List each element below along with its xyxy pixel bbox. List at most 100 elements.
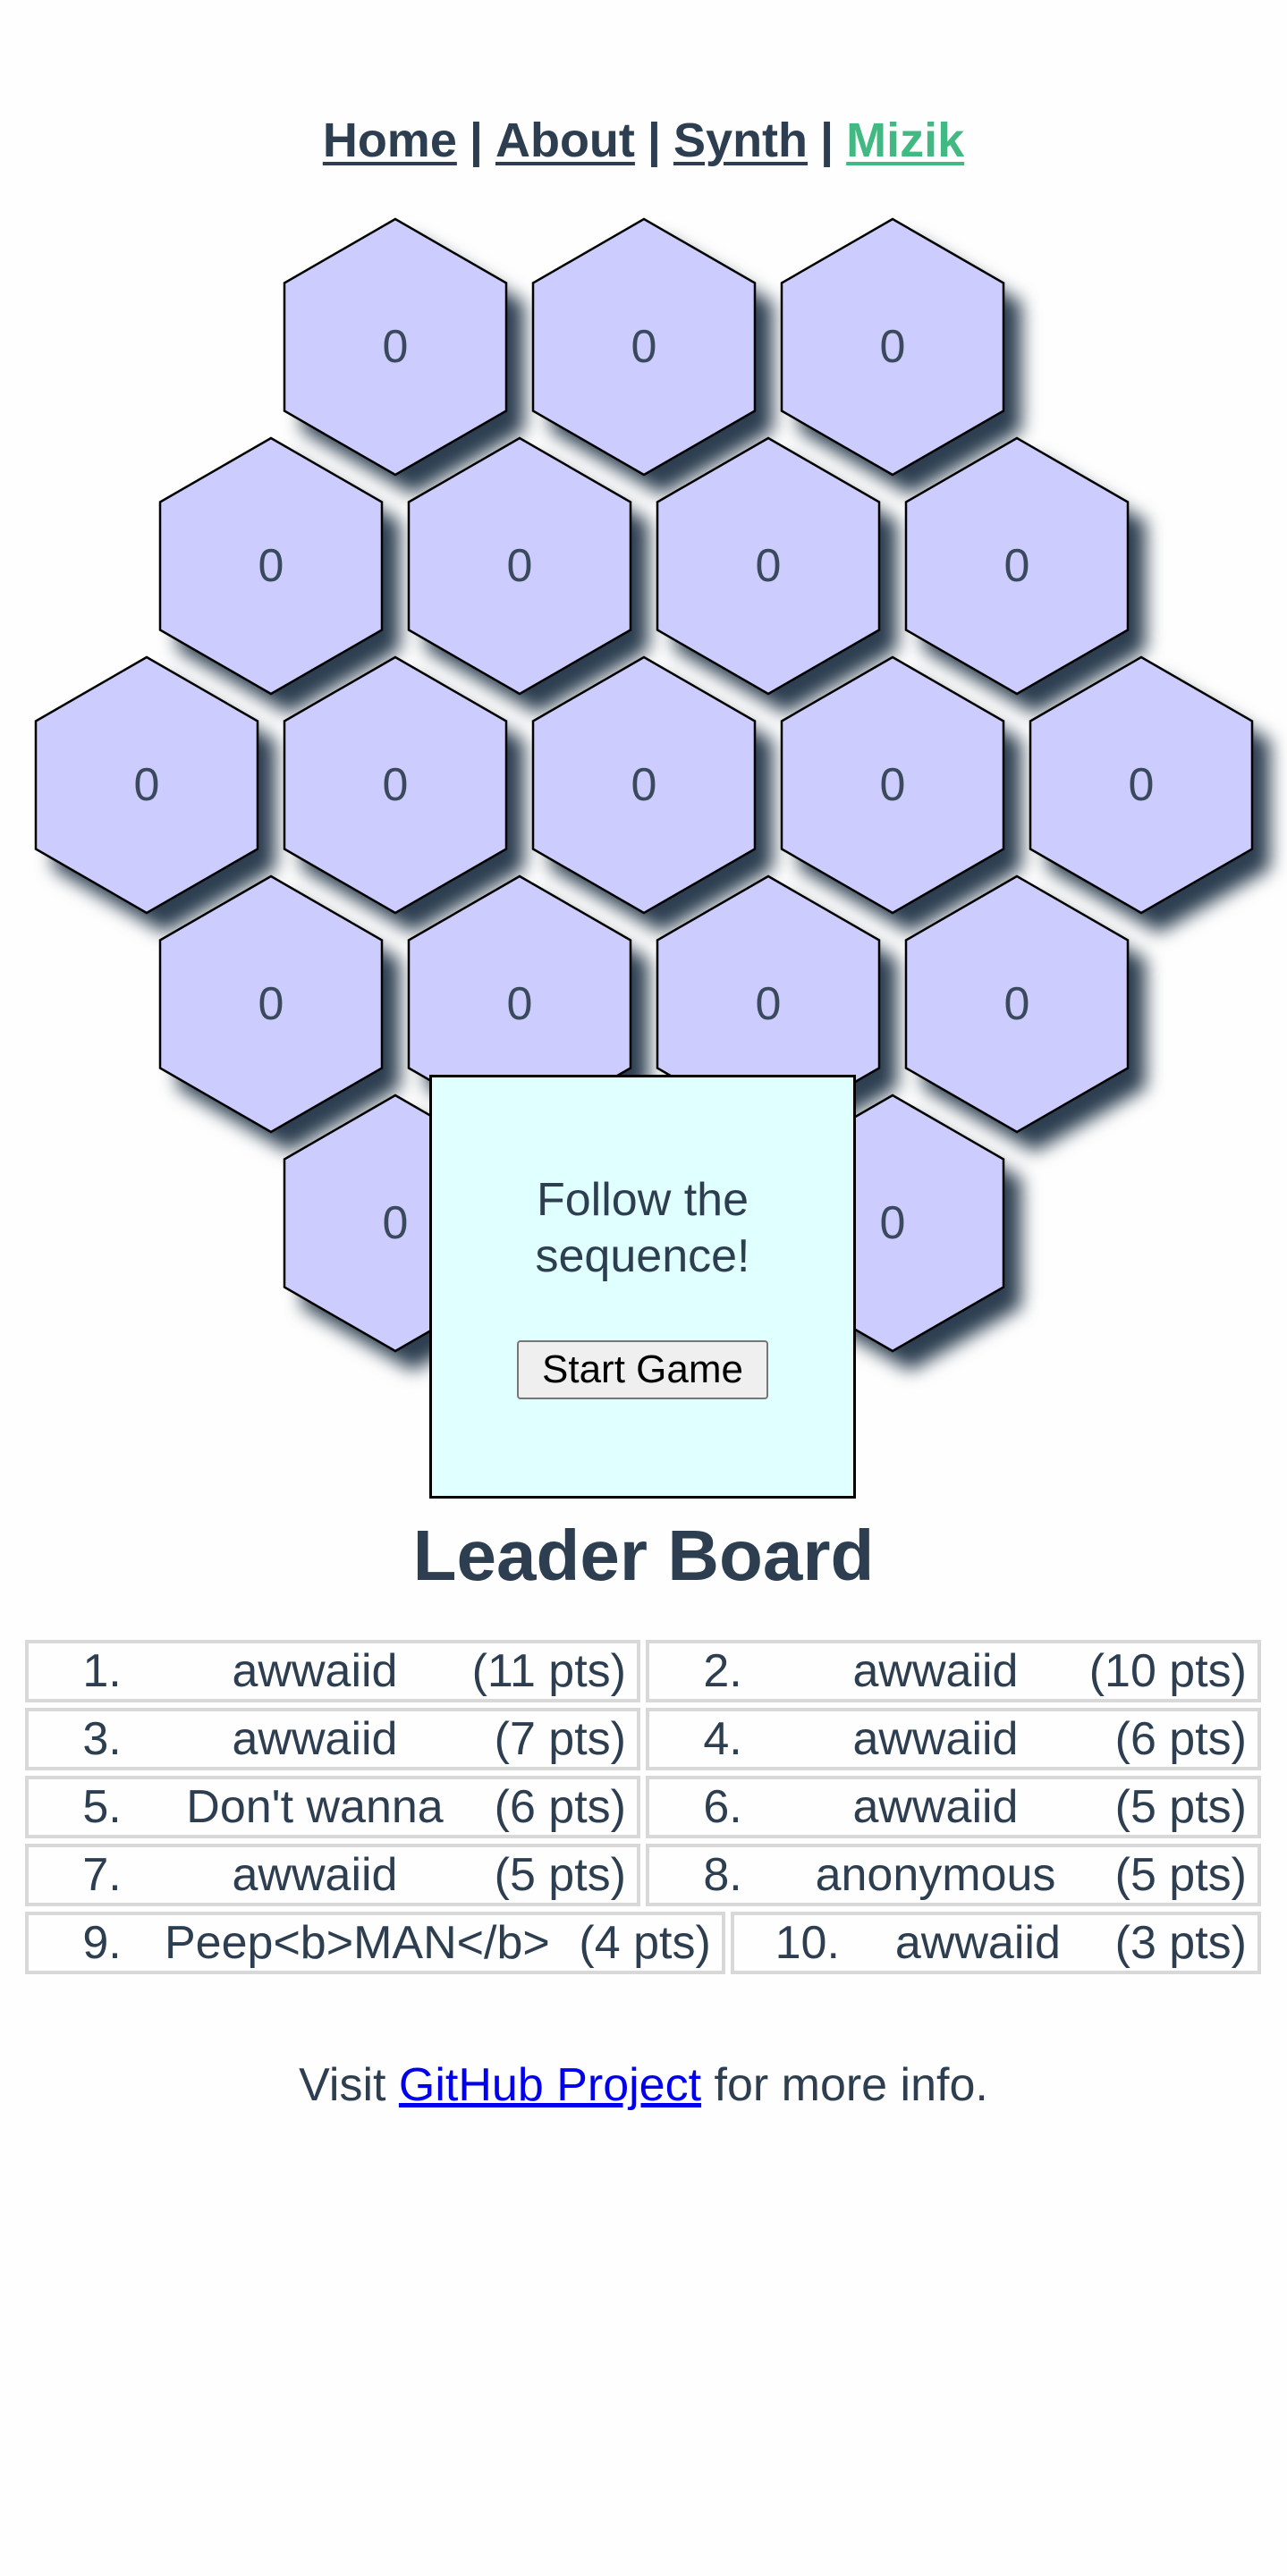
entry-points: (10 pts) xyxy=(1088,1645,1247,1697)
footer-prefix: Visit xyxy=(299,2059,399,2111)
leaderboard-row: 3. awwaiid (7 pts) 4. awwaiid (6 pts) xyxy=(25,1708,1261,1770)
entry-name: awwaiid xyxy=(894,1917,1061,1969)
entry-name: Don't wanna xyxy=(186,1781,444,1833)
hex-value: 0 xyxy=(506,978,533,1030)
hex-value: 0 xyxy=(1003,978,1030,1030)
start-game-button[interactable]: Start Game xyxy=(517,1340,768,1399)
entry-rank: 6. xyxy=(703,1781,742,1833)
hex-shape xyxy=(283,655,508,915)
hex-shape xyxy=(904,436,1130,696)
hex-value: 0 xyxy=(382,321,409,373)
entry-rank: 1. xyxy=(82,1645,122,1697)
dialog-message: Follow the sequence! xyxy=(535,1174,750,1282)
entry-points: (6 pts) xyxy=(1114,1713,1247,1765)
entry-name: awwaiid xyxy=(852,1713,1019,1765)
entry-name: awwaiid xyxy=(232,1713,398,1765)
entry-points: (5 pts) xyxy=(494,1849,626,1901)
hex-tile[interactable]: 0 xyxy=(904,874,1156,1165)
entry-name: awwaiid xyxy=(232,1645,398,1697)
entry-rank: 3. xyxy=(82,1713,122,1765)
hex-value: 0 xyxy=(382,759,409,811)
leaderboard-entry: 1. awwaiid (11 pts) xyxy=(25,1640,640,1702)
leaderboard-entry: 5. Don't wanna (6 pts) xyxy=(25,1776,640,1838)
hex-value: 0 xyxy=(631,321,657,373)
entry-name: awwaiid xyxy=(232,1849,398,1901)
hex-value: 0 xyxy=(879,759,906,811)
leaderboard-entry: 9. Peep<b>MAN</b> (4 pts) xyxy=(25,1912,725,1974)
entry-rank: 8. xyxy=(703,1849,742,1901)
hex-shape xyxy=(780,217,1005,477)
hex-shape xyxy=(1029,655,1254,915)
leaderboard-entry: 3. awwaiid (7 pts) xyxy=(25,1708,640,1770)
hex-value: 0 xyxy=(133,759,160,811)
leaderboard-entry: 6.awwaiid(5 pts) xyxy=(646,1776,1261,1838)
entry-rank: 9. xyxy=(82,1917,122,1969)
hex-shape xyxy=(158,874,384,1134)
leaderboard-row: 7. awwaiid (5 pts) 8. anonymous (5 pts) xyxy=(25,1844,1261,1906)
leaderboard-entry: 8. anonymous (5 pts) xyxy=(646,1844,1261,1906)
entry-rank: 2. xyxy=(703,1645,742,1697)
entry-points: (3 pts) xyxy=(1114,1917,1247,1969)
hex-shape xyxy=(904,874,1130,1134)
entry-name: awwaiid xyxy=(852,1781,1019,1833)
leaderboard-entry: 10. awwaiid (3 pts) xyxy=(730,1912,1261,1974)
entry-name: Peep<b>MAN</b> xyxy=(165,1917,550,1969)
footer-text: Visit GitHub Project for more info. xyxy=(0,2058,1287,2112)
entry-points: (5 pts) xyxy=(1114,1849,1247,1901)
entry-rank: 10. xyxy=(775,1917,840,1969)
leaderboard-entry: 7. awwaiid (5 pts) xyxy=(25,1844,640,1906)
hex-tile[interactable]: 0 xyxy=(407,436,659,727)
leaderboard-row: 9. Peep<b>MAN</b> (4 pts) 10. awwaiid (3 pts) xyxy=(25,1912,1261,1974)
nav-separator: | xyxy=(647,114,662,167)
entry-points: (4 pts) xyxy=(579,1917,711,1969)
leaderboard-row: 5.Don't wanna(6 pts)6.awwaiid(5 pts) xyxy=(25,1776,1261,1838)
hex-tile[interactable]: 0 xyxy=(904,436,1156,727)
hex-tile[interactable]: 0 xyxy=(656,436,908,727)
entry-points: (11 pts) xyxy=(471,1645,626,1697)
leaderboard-entry: 4. awwaiid (6 pts) xyxy=(646,1708,1261,1770)
hex-shape xyxy=(656,436,881,696)
leaderboard-title: Leader Board xyxy=(412,1516,875,1595)
start-game-dialog: Follow the sequence! Start Game xyxy=(429,1075,856,1499)
entry-points: (7 pts) xyxy=(494,1713,626,1765)
entry-name: anonymous xyxy=(815,1849,1056,1901)
hex-tile[interactable]: 0 xyxy=(283,655,535,946)
entry-rank: 7. xyxy=(82,1849,122,1901)
entry-points: (6 pts) xyxy=(494,1781,626,1833)
hex-shape xyxy=(780,655,1005,915)
hex-value: 0 xyxy=(1128,759,1155,811)
leaderboard-entry: 2.awwaiid(10 pts) xyxy=(646,1640,1261,1702)
nav-link-home[interactable]: Home xyxy=(322,114,457,167)
hex-shape xyxy=(283,217,508,477)
hex-tile[interactable]: 0 xyxy=(531,217,783,508)
github-project-link[interactable]: GitHub Project xyxy=(398,2059,702,2111)
hex-value: 0 xyxy=(258,978,284,1030)
hex-value: 0 xyxy=(631,759,657,811)
hex-tile[interactable]: 0 xyxy=(780,217,1032,508)
hex-shape xyxy=(34,655,259,915)
hex-tile[interactable]: 0 xyxy=(531,655,783,946)
hex-tile[interactable]: 0 xyxy=(1029,655,1281,946)
hex-value: 0 xyxy=(258,540,284,592)
hex-value: 0 xyxy=(755,540,782,592)
nav-separator: | xyxy=(820,114,834,167)
hex-shape xyxy=(407,436,632,696)
hex-shape xyxy=(531,217,757,477)
entry-rank: 4. xyxy=(703,1713,742,1765)
entry-rank: 5. xyxy=(82,1781,122,1833)
hex-tile[interactable]: 0 xyxy=(158,874,411,1165)
hex-value: 0 xyxy=(1003,540,1030,592)
hex-tile[interactable]: 0 xyxy=(158,436,411,727)
nav-link-synth[interactable]: Synth xyxy=(673,114,809,167)
hex-shape xyxy=(531,655,757,915)
hex-tile[interactable]: 0 xyxy=(283,217,535,508)
nav-link-mizik[interactable]: Mizik xyxy=(846,114,965,167)
leaderboard-table: 1.awwaiid(11 pts)2.awwaiid(10 pts)3.awwa… xyxy=(25,1640,1261,1980)
hex-tile[interactable]: 0 xyxy=(34,655,286,946)
hex-shape xyxy=(158,436,384,696)
nav-separator: | xyxy=(469,114,483,167)
hex-tile[interactable]: 0 xyxy=(780,655,1032,946)
nav-link-about[interactable]: About xyxy=(495,114,635,167)
hex-value: 0 xyxy=(755,978,782,1030)
hex-value: 0 xyxy=(506,540,533,592)
